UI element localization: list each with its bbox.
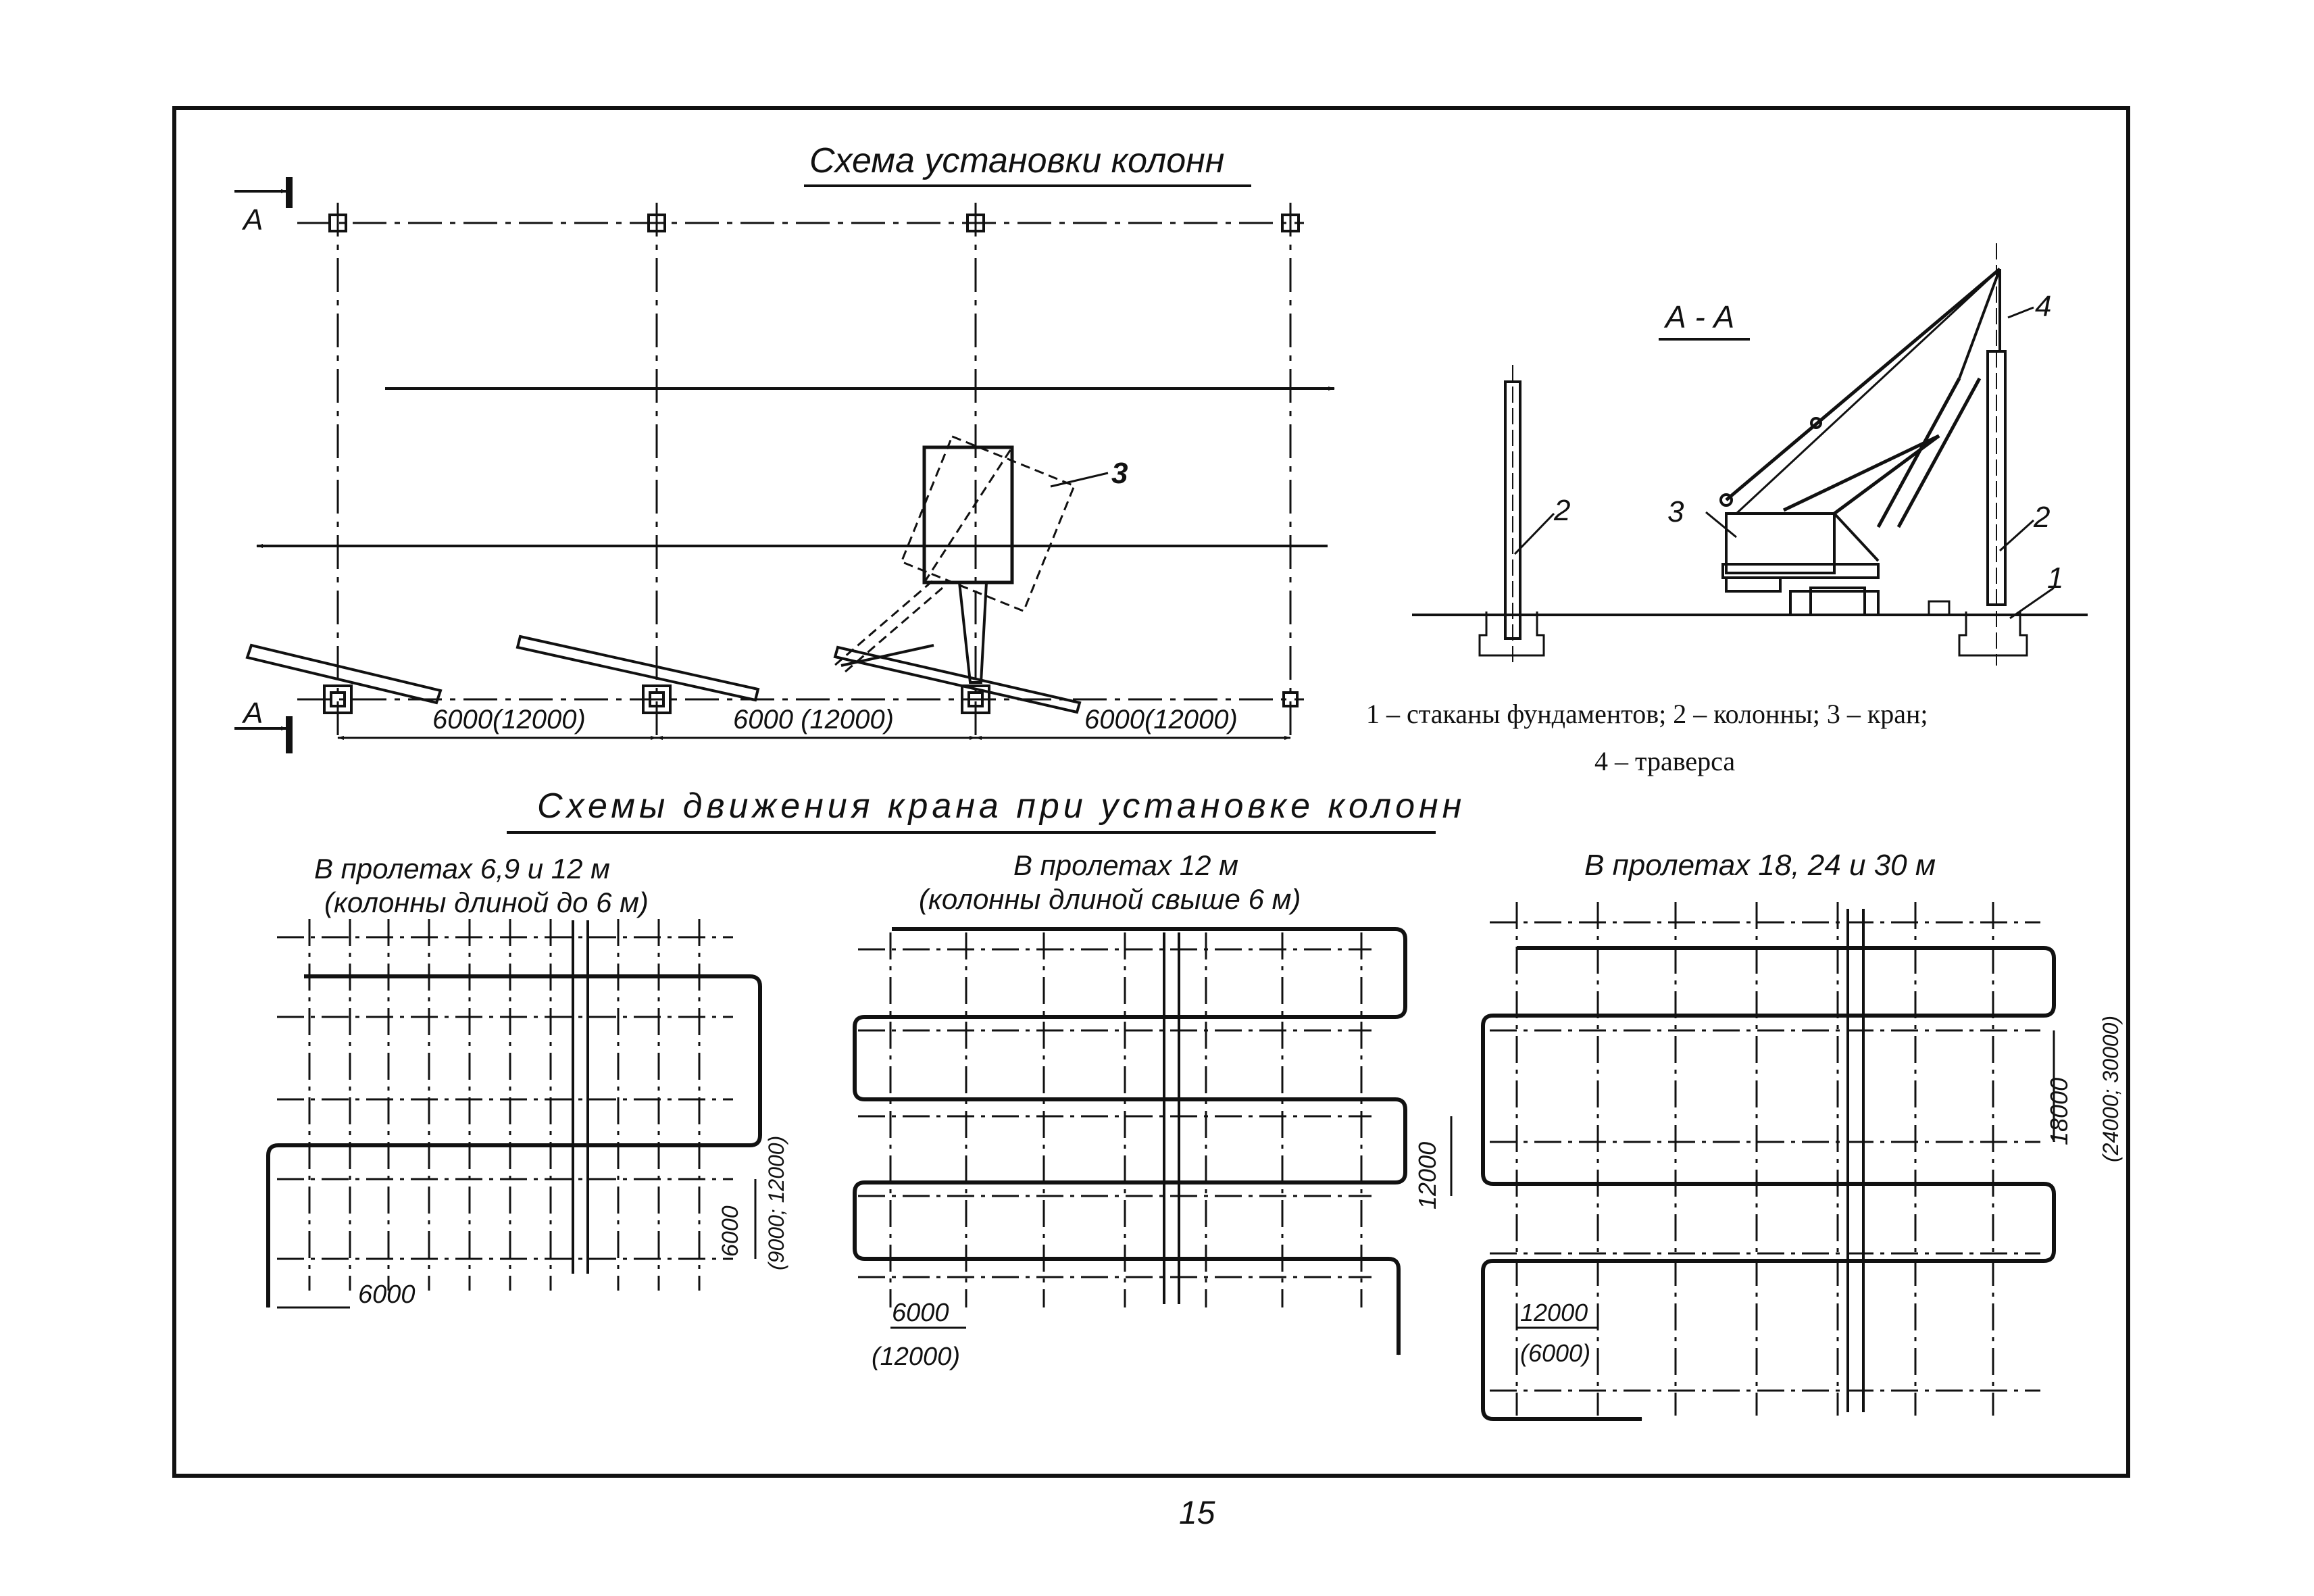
crane-plan: 3 bbox=[834, 434, 1128, 684]
foundations-bottom bbox=[323, 684, 1299, 714]
svg-text:2: 2 bbox=[2033, 501, 2050, 534]
grid-axes bbox=[297, 203, 1304, 743]
svg-text:В пролетах 18, 24 и 30 м: В пролетах 18, 24 и 30 м bbox=[1584, 849, 1936, 882]
section-mark-bottom: А bbox=[234, 697, 293, 753]
svg-text:(колонны длиной свыше 6 м): (колонны длиной свыше 6 м) bbox=[919, 883, 1301, 915]
svg-text:(9000; 12000): (9000; 12000) bbox=[764, 1136, 788, 1270]
laid-columns bbox=[245, 634, 1082, 714]
motion-scheme-1: В пролетах 6,9 и 12 м (колонны длиной до… bbox=[266, 853, 788, 1309]
svg-text:1: 1 bbox=[2047, 562, 2063, 595]
sheet-frame bbox=[172, 106, 2130, 1478]
section-title: А - А bbox=[1663, 299, 1734, 334]
svg-text:6000 (12000): 6000 (12000) bbox=[733, 705, 894, 734]
svg-text:(колонны длиной до 6 м): (колонны длиной до 6 м) bbox=[324, 887, 649, 918]
motion-scheme-3: В пролетах 18, 24 и 30 м 12000 (6000) 18… bbox=[1481, 849, 2123, 1421]
section-mark-top: А bbox=[234, 177, 293, 236]
svg-text:6000(12000): 6000(12000) bbox=[432, 705, 586, 734]
motion-scheme-2: В пролетах 12 м (колонны длиной свыше 6 … bbox=[853, 849, 1453, 1371]
svg-text:6000: 6000 bbox=[892, 1299, 949, 1327]
svg-text:(12000): (12000) bbox=[872, 1343, 960, 1371]
legend-line-1: 1 – стаканы фундаментов; 2 – колонны; 3 … bbox=[1366, 699, 1928, 729]
callout-3: 3 bbox=[1111, 457, 1128, 490]
svg-text:3: 3 bbox=[1667, 495, 1684, 528]
svg-text:18000: 18000 bbox=[2045, 1078, 2073, 1145]
svg-text:6000: 6000 bbox=[718, 1205, 743, 1257]
svg-text:В пролетах 6,9 и 12 м: В пролетах 6,9 и 12 м bbox=[314, 853, 610, 884]
section-a-a: А - А 2 3 bbox=[1366, 243, 2088, 776]
svg-text:12000: 12000 bbox=[1520, 1299, 1588, 1326]
svg-text:А: А bbox=[241, 203, 263, 236]
foundations-top bbox=[328, 214, 1300, 232]
legend-line-2: 4 – траверса bbox=[1594, 746, 1735, 776]
page-number: 15 bbox=[1179, 1495, 1215, 1531]
svg-text:А: А bbox=[241, 697, 263, 730]
installation-scheme: Схема установки колонн bbox=[234, 141, 1335, 753]
svg-text:6000: 6000 bbox=[358, 1280, 416, 1309]
svg-text:4: 4 bbox=[2035, 290, 2051, 323]
svg-text:(6000): (6000) bbox=[1520, 1339, 1590, 1367]
svg-text:6000(12000): 6000(12000) bbox=[1084, 705, 1238, 734]
main-title: Схема установки колонн bbox=[809, 141, 1224, 180]
crane-elevation bbox=[1719, 268, 2001, 616]
svg-text:(24000; 30000): (24000; 30000) bbox=[2098, 1016, 2123, 1162]
span-dimensions: 6000(12000) 6000 (12000) 6000(12000) bbox=[337, 705, 1291, 740]
svg-text:В пролетах 12 м: В пролетах 12 м bbox=[1013, 849, 1238, 881]
svg-text:12000: 12000 bbox=[1413, 1142, 1441, 1210]
motion-title: Схемы движения крана при установке колон… bbox=[537, 787, 1465, 826]
svg-text:2: 2 bbox=[1553, 494, 1570, 527]
